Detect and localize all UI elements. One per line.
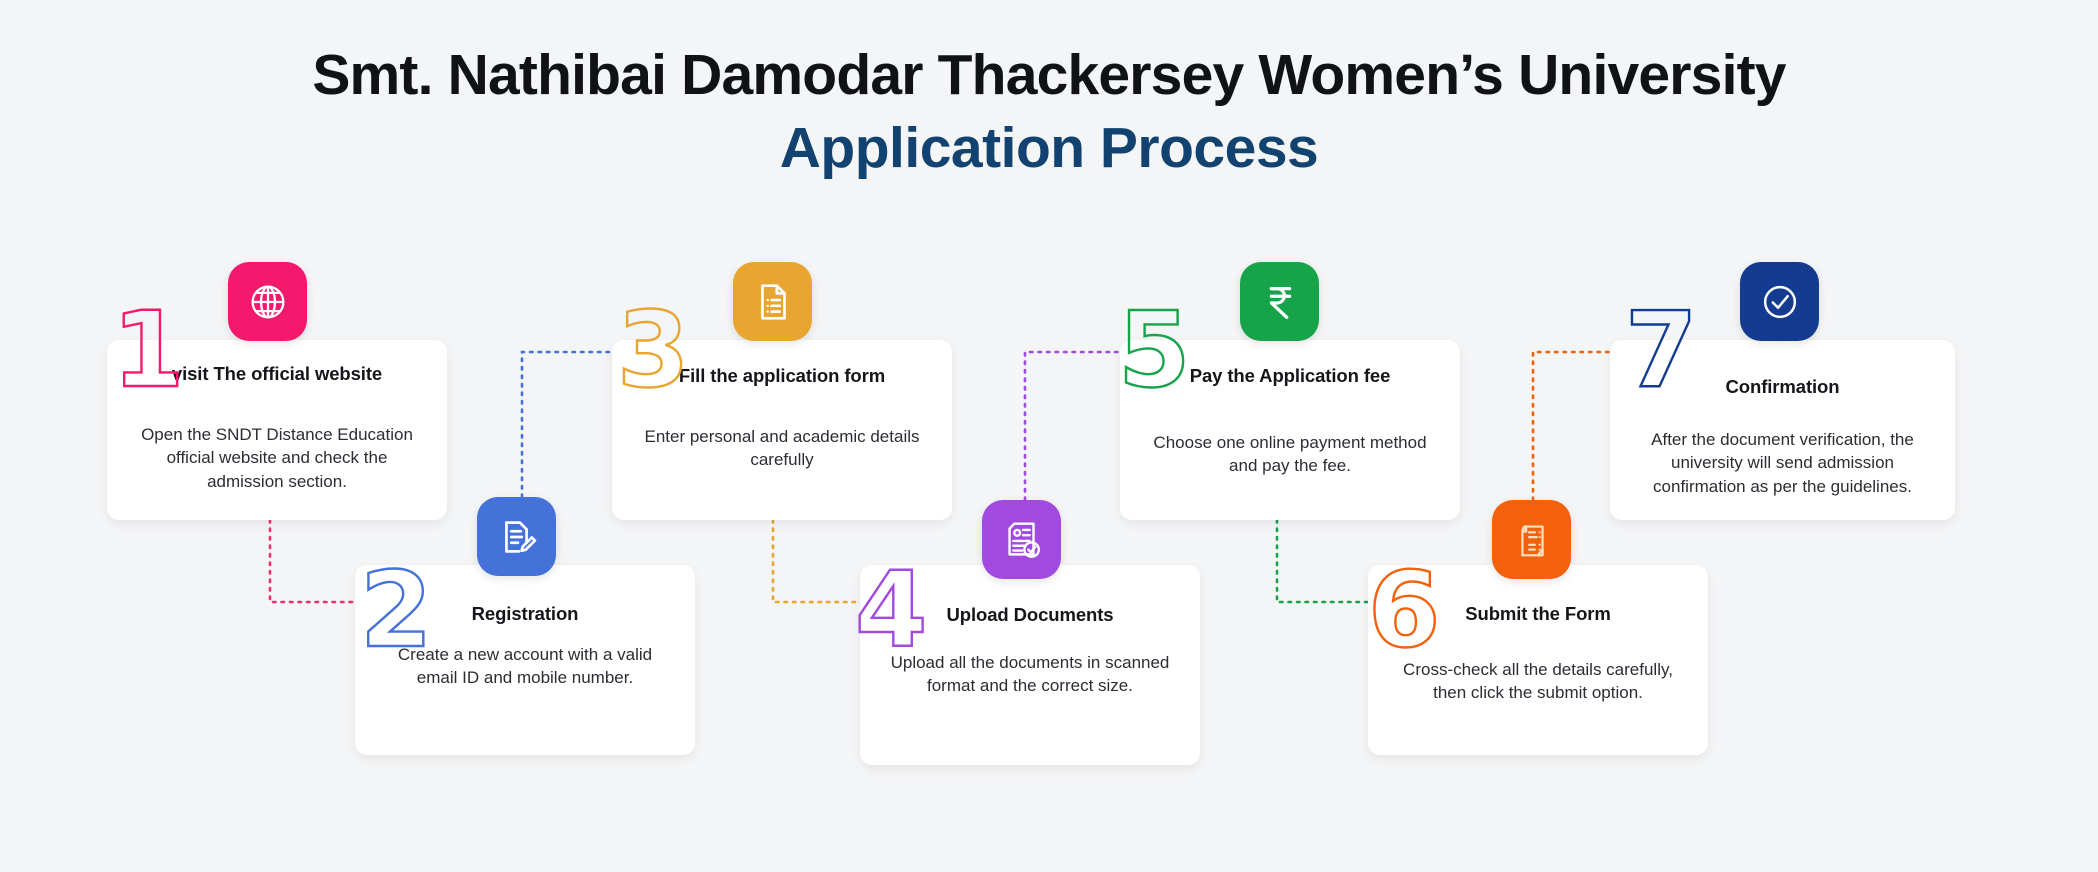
step-description-6: Cross-check all the details carefully, t… [1403, 660, 1673, 703]
check-circle-icon [1740, 262, 1819, 341]
document-list-icon [733, 262, 812, 341]
step-number-1: 1 [111, 289, 186, 411]
step-description-5: Choose one online payment method and pay… [1153, 433, 1427, 476]
id-document-check-icon [982, 500, 1061, 579]
page-title-line-2: Application Process [779, 116, 1319, 181]
step-title-1: visit The official website [171, 363, 383, 384]
page-header: Smt. Nathibai Damodar Thackersey Women’s… [0, 42, 2098, 183]
clipboard-form-icon [1492, 500, 1571, 579]
step-number-7: 7 [1624, 289, 1699, 411]
page-title-line-1: Smt. Nathibai Damodar Thackersey Women’s… [312, 43, 1786, 107]
step-description-4: Upload all the documents in scanned form… [890, 653, 1170, 696]
step-description-7: After the document verification, the uni… [1651, 430, 1914, 496]
rupee-icon [1240, 262, 1319, 341]
step-title-7: Confirmation [1725, 376, 1840, 397]
step-number-5: 5 [1117, 289, 1192, 411]
step-description-1: Open the SNDT Distance Education officia… [141, 425, 413, 491]
step-title-3: Fill the application form [678, 365, 886, 386]
step-title-4: Upload Documents [946, 604, 1114, 625]
step-description-2: Create a new account with a valid email … [397, 645, 653, 688]
step-title-6: Submit the Form [1465, 603, 1611, 624]
step-title-5: Pay the Application fee [1189, 365, 1391, 386]
globe-icon [228, 262, 307, 341]
step-description-3: Enter personal and academic details care… [644, 427, 920, 470]
step-number-4: 4 [854, 549, 929, 671]
step-number-3: 3 [616, 289, 691, 411]
step-number-6: 6 [1367, 549, 1442, 671]
document-pen-icon [477, 497, 556, 576]
step-title-2: Registration [471, 603, 579, 624]
step-number-2: 2 [359, 549, 434, 671]
